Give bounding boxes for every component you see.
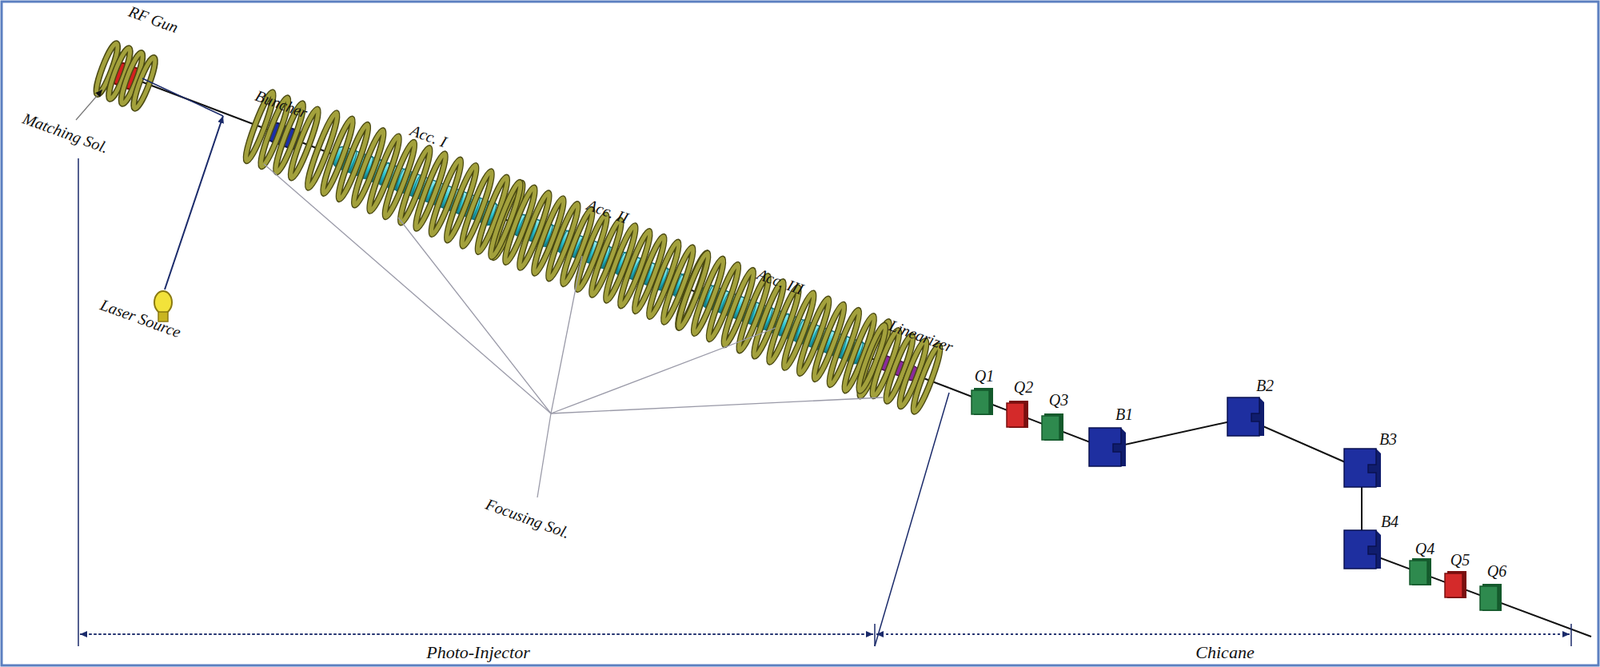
drawing-part	[550, 327, 776, 414]
magnets	[971, 387, 1502, 611]
dipole-magnet	[1344, 530, 1381, 569]
section-brackets	[78, 158, 1572, 647]
quadrupole-magnet	[1444, 570, 1467, 599]
component-label: Focusing Sol.	[480, 493, 575, 543]
drawing-part	[1344, 448, 1381, 487]
drawing-part	[1570, 623, 1573, 647]
drawing-part	[1227, 397, 1260, 436]
magnet-label: Q1	[972, 366, 997, 386]
laser-path	[164, 115, 224, 290]
drawing-part	[537, 413, 551, 498]
drawing-part	[1006, 402, 1025, 427]
leader-lines	[263, 163, 883, 498]
laser-beam	[142, 78, 224, 116]
beam-line	[119, 73, 950, 388]
injector	[88, 29, 946, 418]
drawing-part	[1480, 586, 1498, 611]
quadrupole-magnet	[1041, 413, 1064, 441]
magnet-label: Q6	[1484, 561, 1509, 581]
drawing-part	[79, 633, 874, 635]
drawing-part	[873, 623, 876, 647]
quadrupole-magnet	[971, 387, 994, 415]
drawing-part	[550, 255, 583, 414]
magnet-label: Q4	[1412, 538, 1437, 559]
component-label: Matching Sol.	[17, 107, 113, 159]
drawing-part	[263, 163, 551, 414]
quadrupole-magnet	[1409, 558, 1432, 586]
magnet-label: B4	[1378, 511, 1401, 531]
magnet-label: Q3	[1046, 390, 1071, 410]
quadrupole-magnet	[1480, 583, 1502, 611]
solenoid-ring	[909, 343, 944, 414]
component-label: RF Gun	[123, 0, 184, 38]
drawing-part	[77, 158, 80, 647]
solenoid-rings	[88, 29, 946, 418]
drawing-part	[971, 390, 990, 415]
magnet-label: B1	[1113, 404, 1136, 424]
chicane-beam-line	[949, 387, 1592, 637]
quadrupole-magnet	[1006, 400, 1029, 428]
drawing-part	[1444, 573, 1463, 598]
solenoid-ring	[909, 343, 944, 414]
magnet-label: Q2	[1011, 377, 1036, 397]
drawing-part	[1227, 397, 1265, 436]
drawing-part	[1344, 530, 1381, 569]
cavity-cells	[336, 146, 865, 365]
solenoid-ring	[130, 55, 159, 111]
drawing-part	[1089, 427, 1122, 467]
drawing-part	[874, 392, 950, 647]
drawing-part	[79, 633, 874, 635]
drawing-part	[154, 291, 172, 314]
drawing-part	[1089, 427, 1126, 467]
drawing-part	[1344, 530, 1377, 569]
section-label: Photo-Injector	[423, 642, 533, 663]
drawing-part	[1344, 448, 1377, 487]
dipole-magnet	[1089, 427, 1126, 467]
drawing-part	[398, 217, 551, 414]
drawing-part	[550, 397, 883, 414]
solenoid-ring	[130, 55, 159, 111]
drawing-part	[1041, 415, 1060, 440]
section-label: Chicane	[1193, 642, 1257, 663]
magnet-label: B3	[1376, 429, 1400, 449]
drawing-part	[876, 633, 1570, 635]
dipole-magnet	[1344, 448, 1381, 487]
magnet-label: B2	[1253, 375, 1277, 396]
dipole-magnet	[1227, 397, 1265, 436]
drawing-part	[1409, 560, 1428, 585]
drawing-part	[876, 633, 1570, 635]
magnet-label: Q5	[1448, 550, 1473, 570]
leader-line	[75, 89, 103, 120]
